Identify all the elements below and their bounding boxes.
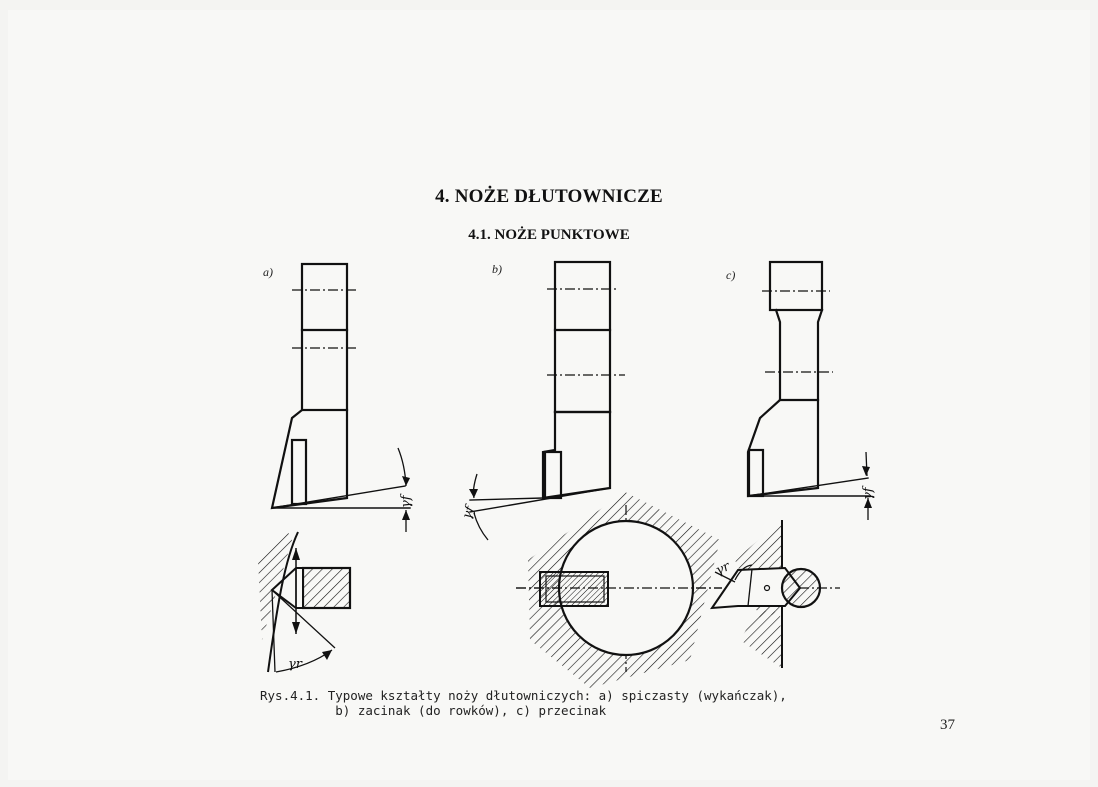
tool-c-side-view bbox=[746, 260, 871, 498]
gamma-r-label-a: γr bbox=[288, 657, 303, 672]
section-title: 4.1. NOŻE PUNKTOWE bbox=[468, 227, 630, 243]
figure-label-a: a) bbox=[263, 265, 273, 279]
gamma-r-label-c: γr bbox=[713, 559, 733, 579]
arrow-heads bbox=[402, 466, 872, 520]
tool-b-top-view bbox=[516, 492, 722, 688]
angle-labels: γr γf γf γf γr bbox=[288, 485, 876, 672]
page-number: 37 bbox=[940, 717, 955, 733]
tool-c-top-view bbox=[709, 520, 822, 668]
tool-b-side-view bbox=[469, 260, 612, 513]
tool-a-side-view bbox=[270, 262, 411, 510]
caption-line-2: b) zacinak (do rowków), c) przecinak bbox=[260, 703, 607, 718]
figure-label-c: c) bbox=[726, 268, 736, 282]
chapter-title: 4. NOŻE DŁUTOWNICZE bbox=[435, 186, 663, 207]
figure-caption: Rys.4.1. Typowe kształty noży dłutownicz… bbox=[260, 688, 900, 718]
tool-a-top-view bbox=[258, 528, 352, 673]
figure-label-b: b) bbox=[492, 262, 502, 276]
caption-line-1: Rys.4.1. Typowe kształty noży dłutownicz… bbox=[260, 688, 787, 703]
gamma-f-label-c: γf bbox=[861, 485, 876, 500]
gamma-f-label-a: γf bbox=[399, 493, 414, 508]
